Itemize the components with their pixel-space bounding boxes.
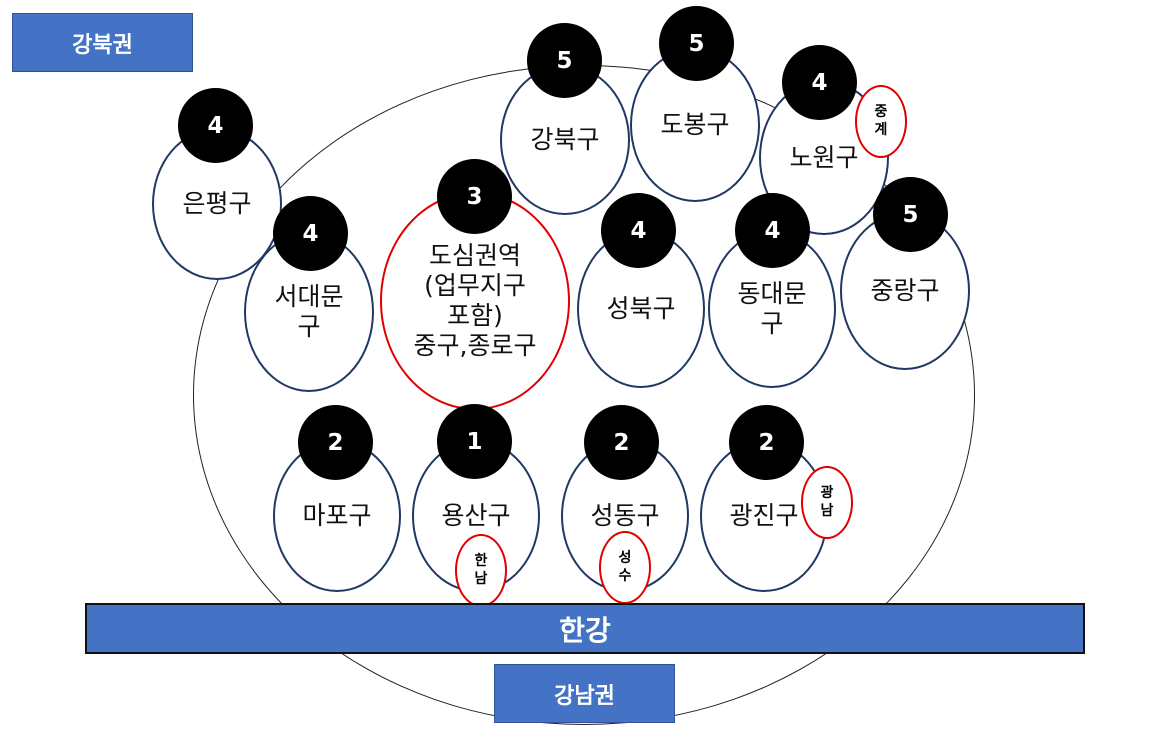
subarea-gwangnam: 광 남 bbox=[801, 466, 853, 539]
district-name: 강북구 bbox=[530, 125, 600, 154]
score-badge-nowon: 4 bbox=[782, 45, 857, 120]
district-name: 성북구 bbox=[606, 294, 676, 323]
district-name: 도봉구 bbox=[660, 110, 730, 139]
score-badge-yongsan: 1 bbox=[437, 404, 512, 479]
subarea-junggye: 중 계 bbox=[855, 85, 907, 158]
subarea-seongsu: 성 수 bbox=[599, 531, 651, 604]
score-badge-seongbuk: 4 bbox=[601, 193, 676, 268]
district-gangbuk: 강북구 bbox=[500, 65, 630, 215]
district-name: 동대문 구 bbox=[737, 279, 807, 338]
district-name: 광진구 bbox=[729, 501, 799, 530]
score-badge-seodaemun: 4 bbox=[273, 196, 348, 271]
district-name: 은평구 bbox=[182, 189, 252, 218]
district-name: 용산구 bbox=[441, 501, 511, 530]
district-name: 노원구 bbox=[789, 142, 859, 172]
district-name: 도심권역 (업무지구 포함) 중구,종로구 bbox=[413, 241, 537, 360]
district-name: 마포구 bbox=[302, 501, 372, 530]
score-badge-seongdong: 2 bbox=[584, 405, 659, 480]
han-river-band: 한강 bbox=[85, 603, 1085, 654]
district-name: 서대문 구 bbox=[274, 282, 344, 341]
score-badge-gwangjin: 2 bbox=[729, 405, 804, 480]
score-badge-dongdaemun: 4 bbox=[735, 193, 810, 268]
score-badge-eunpyeong: 4 bbox=[178, 88, 253, 163]
score-badge-mapo: 2 bbox=[298, 405, 373, 480]
score-badge-downtown: 3 bbox=[437, 159, 512, 234]
subarea-hannam: 한 남 bbox=[455, 534, 507, 607]
score-badge-jungnang: 5 bbox=[873, 177, 948, 252]
district-name: 중랑구 bbox=[870, 276, 940, 305]
district-dobong: 도봉구 bbox=[630, 48, 760, 202]
region-label-gangnam: 강남권 bbox=[494, 664, 675, 723]
district-name: 성동구 bbox=[590, 501, 660, 530]
score-badge-dobong: 5 bbox=[659, 6, 734, 81]
score-badge-gangbuk: 5 bbox=[527, 23, 602, 98]
region-label-gangbuk: 강북권 bbox=[12, 13, 193, 72]
